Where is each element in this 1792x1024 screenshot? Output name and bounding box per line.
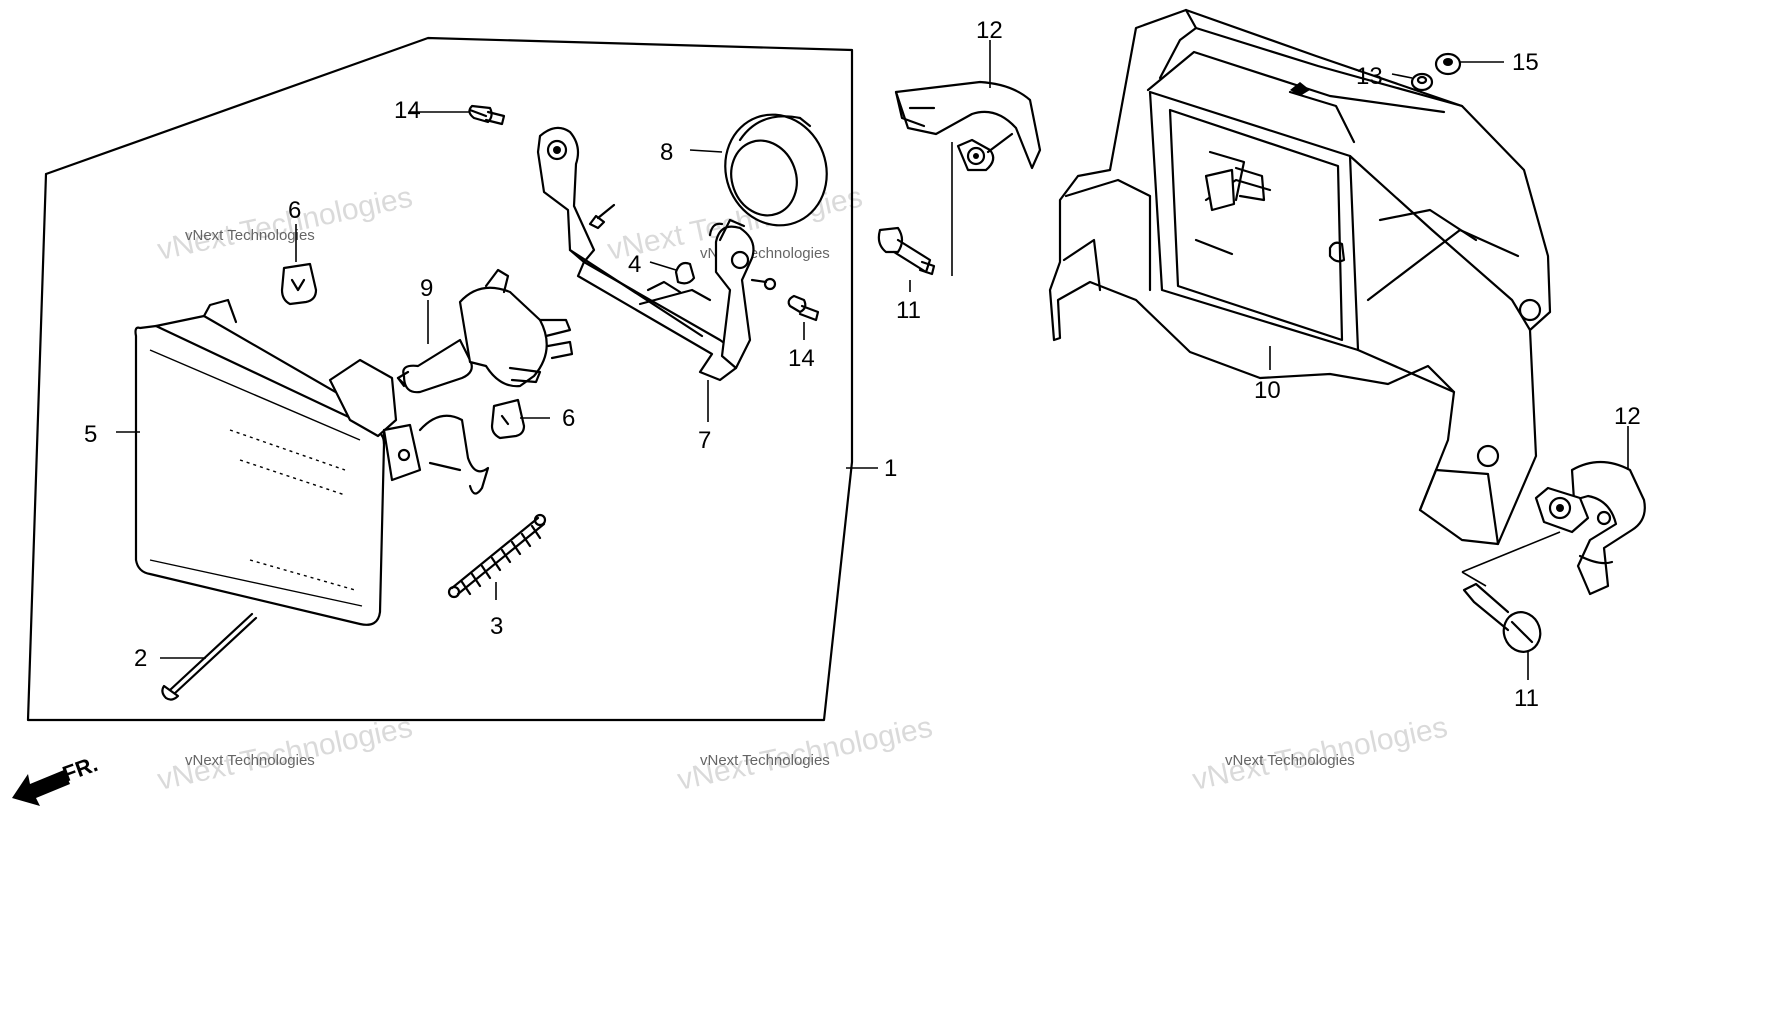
- fork-clamp-upper: [894, 80, 1042, 172]
- headlight-wire-lead: [428, 461, 462, 472]
- front-arrow-icon: [12, 770, 70, 806]
- headlight-mount-bracket: [536, 126, 777, 382]
- lens-texture: [229, 429, 356, 591]
- leader-lines: [116, 40, 1629, 680]
- callout-11-upper: 11: [896, 297, 921, 324]
- callout-11-lower: 11: [1514, 685, 1539, 712]
- callout-12-lower: 12: [1614, 403, 1641, 430]
- front-direction-label: FR.: [59, 751, 101, 787]
- watermark-text-small: vNext Technologies: [185, 227, 315, 244]
- watermark-text-small: vNext Technologies: [1225, 752, 1355, 769]
- callout-8: 8: [660, 139, 673, 166]
- nut-lower: [490, 398, 526, 440]
- nut-upper: [280, 262, 318, 306]
- callout-6-upper: 6: [288, 197, 301, 224]
- rubber-seal-ring: [724, 113, 828, 227]
- callout-3: 3: [490, 613, 503, 640]
- callout-10: 10: [1254, 377, 1281, 404]
- callout-12-upper: 12: [976, 17, 1003, 44]
- callout-14-lower: 14: [788, 345, 815, 372]
- watermark-top-left: vNext Technologies: [155, 181, 416, 267]
- watermark-text-large: vNext Technologies: [155, 181, 416, 267]
- callout-15: 15: [1512, 49, 1539, 76]
- adjusting-spring: [447, 513, 547, 599]
- mount-bolt-upper: [877, 226, 936, 276]
- washer-13: [1410, 72, 1434, 92]
- halogen-bulb: [396, 268, 574, 394]
- fork-clamp-lower: [1534, 460, 1646, 596]
- watermark-text-small: vNext Technologies: [700, 752, 830, 769]
- long-adjusting-screw: [161, 612, 258, 701]
- nut-15: [1434, 52, 1462, 76]
- small-clip: [674, 261, 696, 285]
- callout-1: 1: [884, 455, 897, 482]
- assembly-boundary-outline: [26, 36, 854, 722]
- mount-bolt-lower: [1462, 582, 1542, 653]
- callout-5: 5: [84, 421, 97, 448]
- lower-clamp-bolt-guideline: [1461, 531, 1561, 587]
- front-direction-indicator: FR.: [12, 751, 101, 806]
- headlight-wire: [418, 414, 490, 495]
- watermark-text-small: vNext Technologies: [185, 752, 315, 769]
- callout-4: 4: [628, 251, 641, 278]
- headlight-case-shroud: [1048, 8, 1552, 546]
- headlight-lens-unit: [134, 298, 422, 626]
- callout-9: 9: [420, 275, 433, 302]
- screw-upper: [468, 104, 506, 126]
- callout-2: 2: [134, 645, 147, 672]
- screw-lower: [787, 294, 820, 322]
- callout-14-upper: 14: [394, 97, 421, 124]
- callout-13: 13: [1356, 63, 1383, 90]
- callout-7: 7: [698, 427, 711, 454]
- callout-6-lower: 6: [562, 405, 575, 432]
